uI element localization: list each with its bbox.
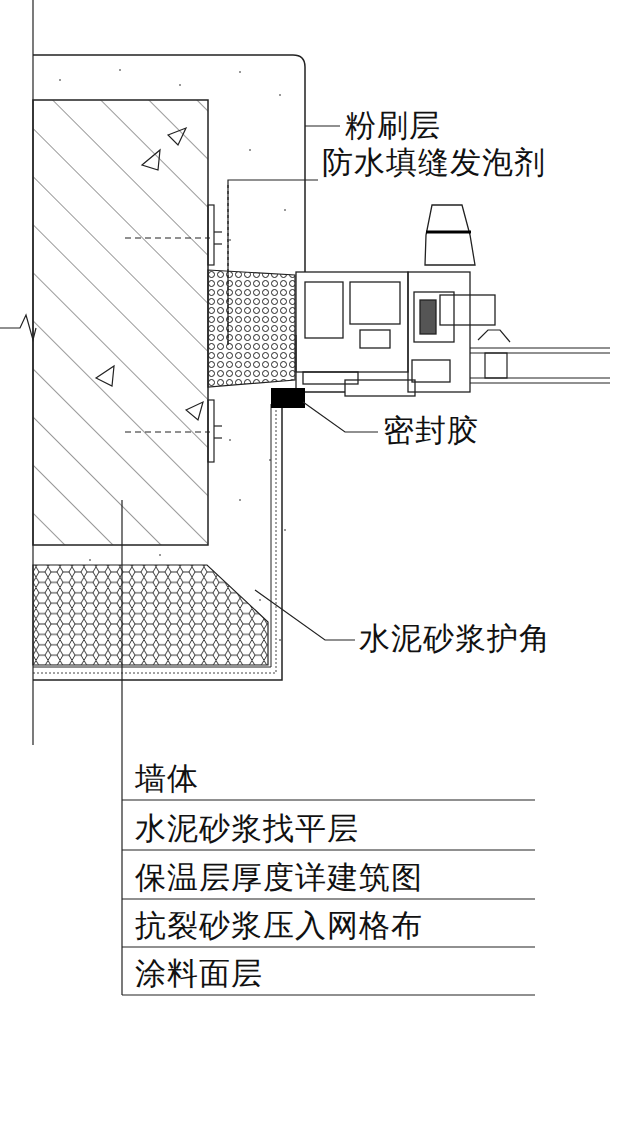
layer-label: 抗裂砂浆压入网格布 [135, 909, 423, 942]
material-label: 水泥砂浆护角 [359, 622, 551, 655]
layer-label: 水泥砂浆找平层 [135, 812, 359, 845]
material-label: 粉刷层 [345, 109, 441, 142]
material-label: 密封胶 [383, 414, 479, 447]
layer-label: 墙体 [135, 762, 199, 795]
layer-label: 保温层厚度详建筑图 [135, 861, 423, 894]
material-label: 防水填缝发泡剂 [322, 146, 546, 179]
layer-label: 涂料面层 [135, 957, 263, 990]
